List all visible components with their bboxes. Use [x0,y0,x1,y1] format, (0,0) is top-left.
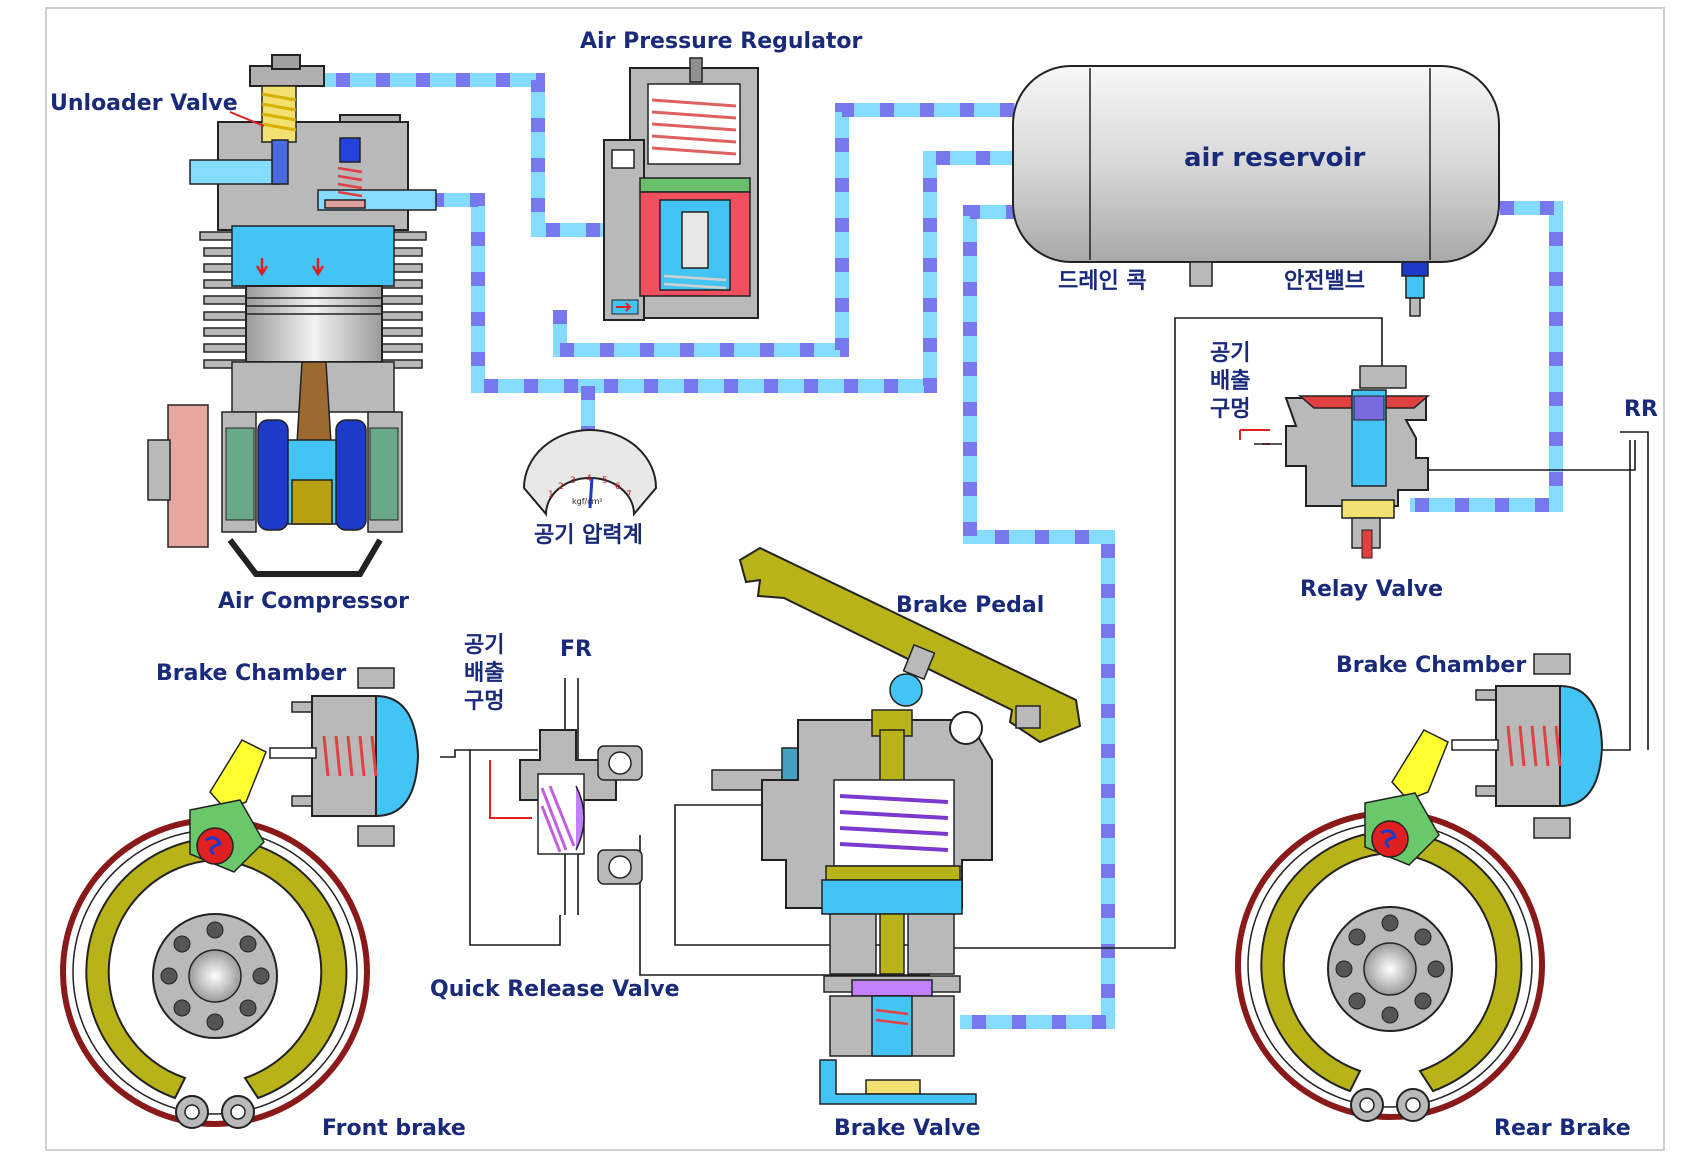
gauge-unit: kgf/cm² [572,497,603,506]
fr-label: FR [560,637,592,662]
labels: Unloader Valve Air Pressure Regulator ai… [50,29,1658,1141]
gauge-tick-2: 2 [558,482,564,492]
relay-to-rear-chamber-line [1390,440,1636,751]
relay-exhaust-port-label-2: 배출 [1210,369,1250,394]
brake-valve-spring [839,794,949,852]
gauge-tick-3: 3 [570,476,576,486]
air-lines [296,73,1649,1029]
air-pressure-gauge: 1 2 3 4 5 6 7 kgf/cm² [522,429,658,517]
brake-valve-to-qrv-line [674,804,930,946]
rear-brake-chamber-label: Brake Chamber [1336,653,1526,678]
unloader-valve-label: Unloader Valve [50,91,238,116]
unloader-valve-leader [229,111,265,127]
relay-valve [1239,365,1431,559]
rear-brake-chamber [1451,653,1604,839]
qrv-to-front-chamber-line [469,749,561,946]
air-compressor-label: Air Compressor [218,589,409,614]
qrv-exhaust-port-label-2: 배출 [464,661,504,686]
brake-pedal-label: Brake Pedal [896,593,1044,618]
qrv-exhaust-port-label-3: 구멍 [464,689,504,714]
gauge-tick-7: 7 [626,490,632,500]
drain-cock [1189,261,1213,287]
air-pressure-gauge-label: 공기 압력계 [534,523,643,548]
front-brake-chamber [269,667,420,847]
quick-release-valve-label: Quick Release Valve [430,977,680,1002]
safety-valve-label: 안전밸브 [1284,269,1365,294]
gauge-tick-5: 5 [602,476,608,486]
regulator-spring [651,98,737,156]
brake-pedal [738,546,1082,744]
unloader-valve-spring [261,85,297,143]
brake-valve-label: Brake Valve [834,1116,981,1141]
rr-label: RR [1624,397,1658,422]
brake-valve-to-relay-control-line [930,317,1383,949]
rear-brake-label: Rear Brake [1494,1116,1631,1141]
drain-cock-label: 드레인 콕 [1058,269,1147,294]
air-reservoir-label: air reservoir [1184,143,1365,173]
front-chamber-port-line [440,749,470,758]
gauge-tick-4: 4 [586,474,592,484]
crankshaft [221,411,403,533]
relay-exhaust-port-label-3: 구멍 [1210,397,1250,422]
safety-valve [1401,261,1429,317]
relay-valve-label: Relay Valve [1300,577,1443,602]
gauge-tick-1: 1 [548,490,554,500]
front-brake-drum [60,739,370,1129]
quick-release-valve [489,729,643,885]
gauge-tick-6: 6 [615,482,621,492]
air-pressure-regulator [603,57,759,321]
rr-line [1620,431,1649,750]
brake-valve [711,709,993,1105]
front-brake-chamber-label: Brake Chamber [156,661,346,686]
rear-brake-drum [1235,729,1545,1122]
air-pressure-regulator-label: Air Pressure Regulator [580,29,863,54]
air-reservoir [1012,65,1500,317]
front-brake-label: Front brake [322,1116,466,1141]
air-compressor [147,54,437,577]
relay-exhaust-port-label-1: 공기 [1210,341,1250,366]
qrv-exhaust-port-label-1: 공기 [464,633,504,658]
